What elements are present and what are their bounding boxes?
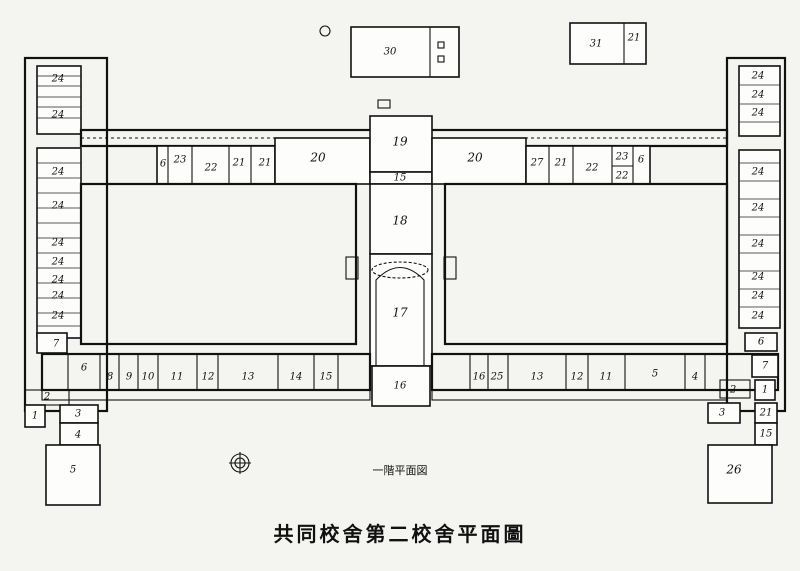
room-label-21: 21 xyxy=(258,158,272,169)
room-label-8: 8 xyxy=(107,372,113,383)
building-30 xyxy=(350,26,460,78)
room-label-13: 13 xyxy=(531,372,544,383)
room-label-21: 21 xyxy=(232,158,246,169)
room-label-24: 24 xyxy=(751,239,765,250)
room-label-7: 7 xyxy=(53,339,60,350)
room-label-24: 24 xyxy=(51,167,65,178)
room-label-30: 30 xyxy=(384,47,397,58)
room-label-25: 25 xyxy=(490,372,504,383)
room-label-22: 22 xyxy=(585,163,599,174)
room-label-23: 23 xyxy=(615,152,629,163)
room-label-19: 19 xyxy=(392,135,408,149)
room-label-6: 6 xyxy=(81,363,88,374)
room-label-5: 5 xyxy=(70,465,76,476)
room-label-24: 24 xyxy=(51,311,65,322)
room-label-17: 17 xyxy=(392,306,408,320)
room-label-11: 11 xyxy=(171,372,184,383)
room-label-13: 13 xyxy=(242,372,255,383)
room-label-24: 24 xyxy=(751,71,765,82)
room-label-24: 24 xyxy=(751,203,765,214)
building-31 xyxy=(569,22,647,65)
room-label-24: 24 xyxy=(751,108,765,119)
room-label-3: 3 xyxy=(75,409,81,420)
room-label-24: 24 xyxy=(51,110,65,121)
floor-label: 一階平面図 xyxy=(372,464,428,477)
room-label-5: 5 xyxy=(652,369,658,380)
room-label-4: 4 xyxy=(691,372,698,383)
room-label-16: 16 xyxy=(473,372,486,383)
room-label-24: 24 xyxy=(751,291,765,302)
plan-title: 共同校舍第二校舍平面圖 xyxy=(273,522,527,546)
room-label-4: 4 xyxy=(74,430,81,441)
room-label-24: 24 xyxy=(51,238,65,249)
room-label-24: 24 xyxy=(751,167,765,178)
room-label-24: 24 xyxy=(51,74,65,85)
room-label-15: 15 xyxy=(394,173,407,184)
room-label-24: 24 xyxy=(51,275,65,286)
left-courtyard xyxy=(79,182,358,346)
room-label-24: 24 xyxy=(751,90,765,101)
room-label-9: 9 xyxy=(126,372,133,383)
room-label-20: 20 xyxy=(466,151,483,165)
room-label-1: 1 xyxy=(32,411,38,422)
room-label-21: 21 xyxy=(554,158,568,169)
room-label-6: 6 xyxy=(758,337,765,348)
room-label-24: 24 xyxy=(751,311,765,322)
room-label-21: 21 xyxy=(759,408,773,419)
room-label-18: 18 xyxy=(392,214,408,228)
room-label-16: 16 xyxy=(394,381,407,392)
room-label-15: 15 xyxy=(760,429,773,440)
room-label-2: 2 xyxy=(729,385,736,396)
room-label-22: 22 xyxy=(615,171,629,182)
right-courtyard xyxy=(443,182,729,346)
room-label-3: 3 xyxy=(719,408,725,419)
room-label-10: 10 xyxy=(142,372,155,383)
room-label-12: 12 xyxy=(571,372,584,383)
room-label-14: 14 xyxy=(290,372,303,383)
room-label-26: 26 xyxy=(725,463,742,477)
room-label-24: 24 xyxy=(51,291,65,302)
room-label-6: 6 xyxy=(638,155,645,166)
well-marker xyxy=(319,25,331,37)
room-label-1: 1 xyxy=(762,385,768,396)
room-label-20: 20 xyxy=(309,151,326,165)
room-label-24: 24 xyxy=(751,272,765,283)
room-label-2: 2 xyxy=(43,392,50,403)
building-30-annex xyxy=(429,26,460,78)
room-label-31: 31 xyxy=(590,39,603,50)
room-label-24: 24 xyxy=(51,201,65,212)
room-19 xyxy=(369,115,433,173)
room-label-24: 24 xyxy=(51,257,65,268)
room-label-22: 22 xyxy=(204,163,218,174)
room-label-12: 12 xyxy=(202,372,215,383)
room-label-11: 11 xyxy=(600,372,613,383)
room-label-7: 7 xyxy=(762,361,769,372)
room-label-27: 27 xyxy=(530,158,544,169)
room-label-31-21: 21 xyxy=(627,33,641,44)
room-label-15: 15 xyxy=(320,372,333,383)
room-label-6: 6 xyxy=(160,159,167,170)
compass-icon xyxy=(229,452,251,474)
room-label-23: 23 xyxy=(173,155,187,166)
